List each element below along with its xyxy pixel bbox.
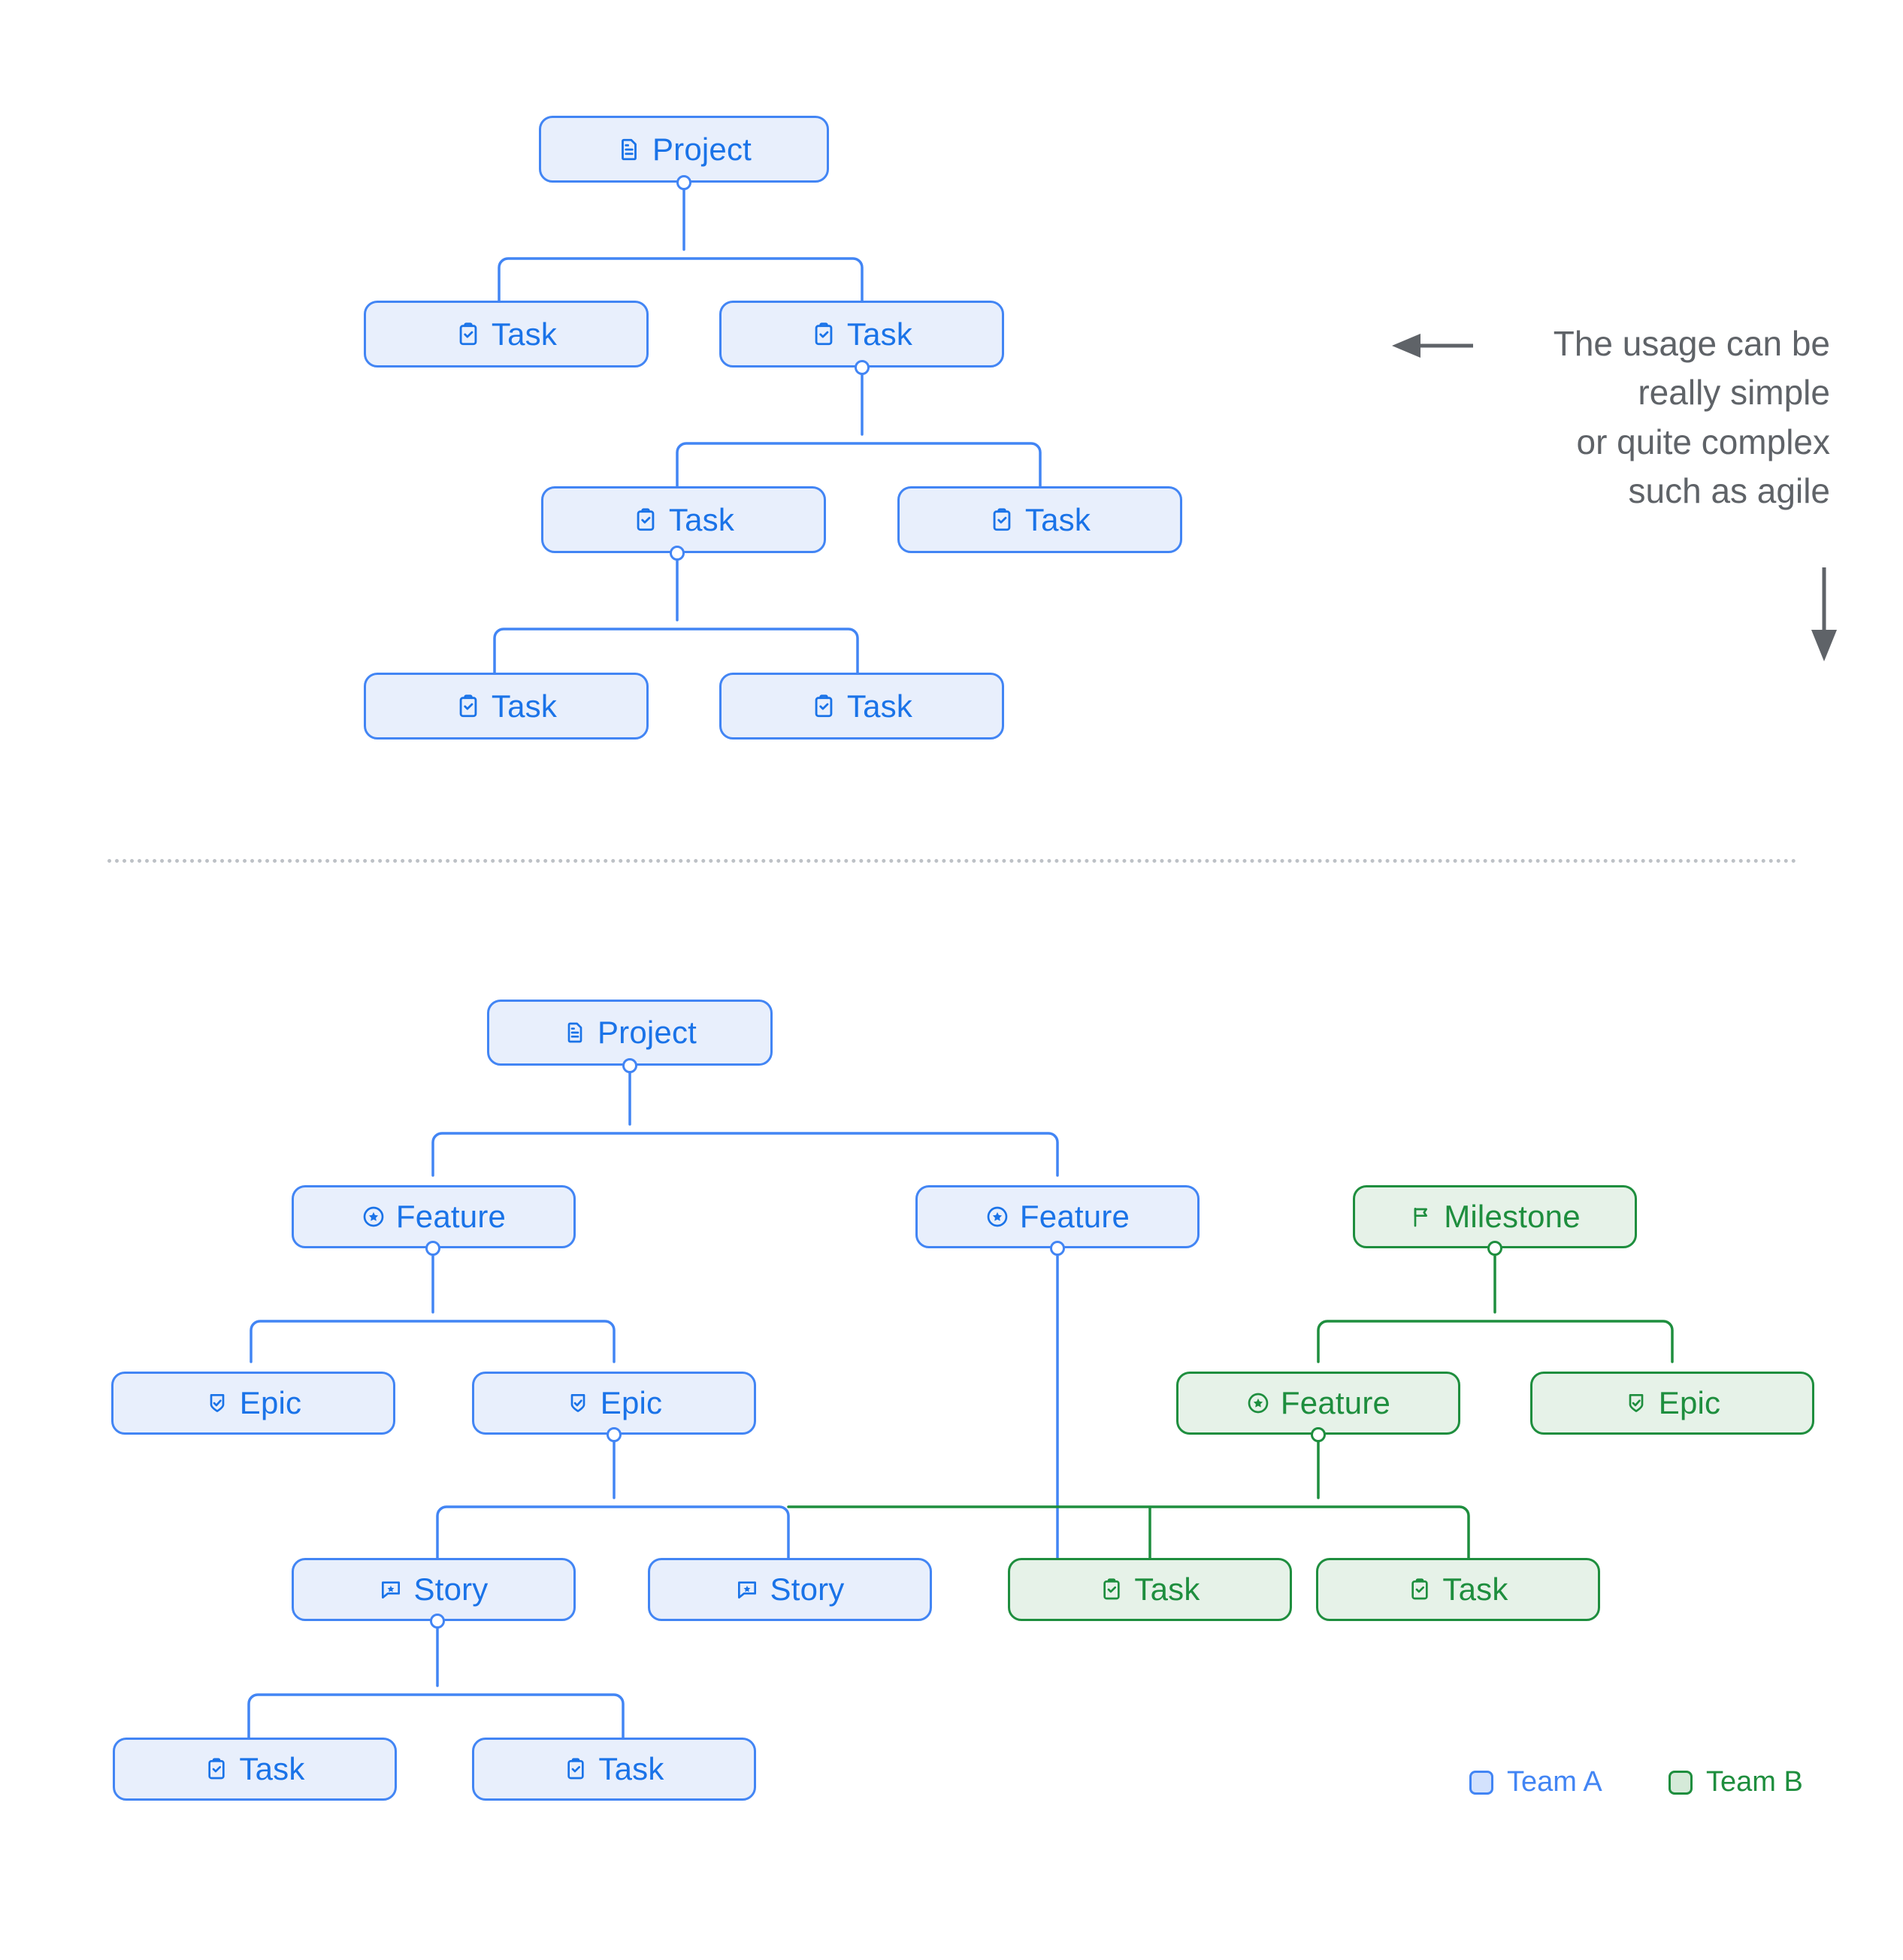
clipboard-check-icon [633,507,658,533]
node-port-c-epic-2 [607,1427,622,1442]
clipboard-check-icon [455,322,481,347]
node-label: Task [598,1751,664,1786]
comment-star-icon [379,1577,403,1602]
node-c-feature-3[interactable]: Feature [1176,1372,1460,1435]
clipboard-check-icon [564,1757,588,1781]
node-project[interactable]: Project [539,116,829,183]
star-circle-icon [1246,1391,1270,1415]
shield-check-icon [205,1391,229,1415]
annotation-line-1: The usage can be [1553,324,1830,363]
node-c-feature-2[interactable]: Feature [915,1185,1200,1248]
node-label: Task [1024,501,1091,537]
legend-item-team-a[interactable]: Team A [1469,1766,1602,1798]
node-task-6[interactable]: Task [719,673,1004,740]
clipboard-check-icon [204,1757,228,1781]
node-c-epic-1[interactable]: Epic [111,1372,395,1435]
node-label: Milestone [1444,1199,1581,1234]
node-label: Feature [395,1199,507,1234]
node-label: Epic [600,1385,663,1420]
node-label: Project [597,1015,697,1050]
node-c-feature-1[interactable]: Feature [292,1185,576,1248]
star-circle-icon [985,1205,1009,1229]
node-port-c-feature-1 [425,1241,440,1256]
node-port-c-feature-3 [1311,1427,1326,1442]
node-label: Task [1442,1571,1508,1607]
annotation-text: The usage can be really simple or quite … [1484,319,1830,516]
edge-c-bus-epics [250,1320,616,1363]
node-task-2[interactable]: Task [719,301,1004,368]
clipboard-check-icon [455,694,481,719]
arrow-down-icon [1811,567,1837,661]
node-c-task-blue-2[interactable]: Task [472,1738,756,1801]
node-port-c-milestone [1487,1241,1502,1256]
node-c-milestone[interactable]: Milestone [1353,1185,1637,1248]
node-c-story-2[interactable]: Story [648,1558,932,1621]
section-divider [107,859,1797,863]
node-port-c-project [622,1058,637,1073]
clipboard-check-icon [811,694,837,719]
annotation-line-2: really simple [1638,373,1830,413]
clipboard-check-icon [1408,1577,1432,1602]
node-task-4[interactable]: Task [897,486,1182,553]
node-label: Task [846,688,913,724]
node-c-epic-3[interactable]: Epic [1530,1372,1814,1435]
node-label: Epic [1658,1385,1721,1420]
edge-c-bus-gtasks [787,1505,1470,1567]
document-icon [616,137,642,162]
arrow-left-icon [1392,334,1473,358]
edge-c-bus-stories [436,1505,790,1567]
edge-c-bus-tasks [247,1693,625,1739]
node-label: Task [491,316,558,352]
legend-swatch-team-a [1469,1770,1493,1795]
document-icon [563,1021,587,1045]
node-label: Project [652,131,752,167]
node-label: Epic [239,1385,302,1420]
node-label: Task [239,1751,305,1786]
node-label: Task [846,316,913,352]
node-label: Story [413,1571,489,1607]
annotation-line-4: such as agile [1628,470,1831,510]
node-task-1[interactable]: Task [364,301,649,368]
node-c-epic-2[interactable]: Epic [472,1372,756,1435]
flag-icon [1409,1205,1433,1229]
node-c-task-blue-1[interactable]: Task [113,1738,397,1801]
node-task-3[interactable]: Task [541,486,826,553]
clipboard-check-icon [1100,1577,1124,1602]
node-label: Task [1134,1571,1200,1607]
node-c-task-green-1[interactable]: Task [1008,1558,1292,1621]
annotation-line-3: or quite complex [1576,422,1831,461]
node-c-story-1[interactable]: Story [292,1558,576,1621]
edge-bus-level2 [676,442,1042,488]
clipboard-check-icon [811,322,837,347]
node-c-project[interactable]: Project [487,1000,773,1066]
node-label: Task [668,501,735,537]
node-label: Story [770,1571,845,1607]
node-task-5[interactable]: Task [364,673,649,740]
shield-check-icon [1624,1391,1648,1415]
legend-label-team-a: Team A [1507,1766,1602,1798]
node-label: Feature [1280,1385,1391,1420]
comment-star-icon [735,1577,759,1602]
edge-c-bus-green [1317,1320,1674,1363]
legend-item-team-b[interactable]: Team B [1669,1766,1803,1798]
node-port-project [676,175,691,190]
edge-bus-level1 [498,257,864,302]
edge-c-bus-features [431,1132,1059,1177]
node-label: Feature [1019,1199,1130,1234]
node-port-task-3 [670,546,685,561]
node-port-c-feature-2 [1050,1241,1065,1256]
shield-check-icon [566,1391,590,1415]
node-c-task-green-2[interactable]: Task [1316,1558,1600,1621]
legend-label-team-b: Team B [1706,1766,1803,1798]
clipboard-check-icon [989,507,1015,533]
node-label: Task [491,688,558,724]
node-port-task-2 [855,360,870,375]
legend-swatch-team-b [1669,1770,1693,1795]
edge-bus-level3 [493,628,859,674]
star-circle-icon [362,1205,386,1229]
node-port-c-story-1 [430,1614,445,1629]
